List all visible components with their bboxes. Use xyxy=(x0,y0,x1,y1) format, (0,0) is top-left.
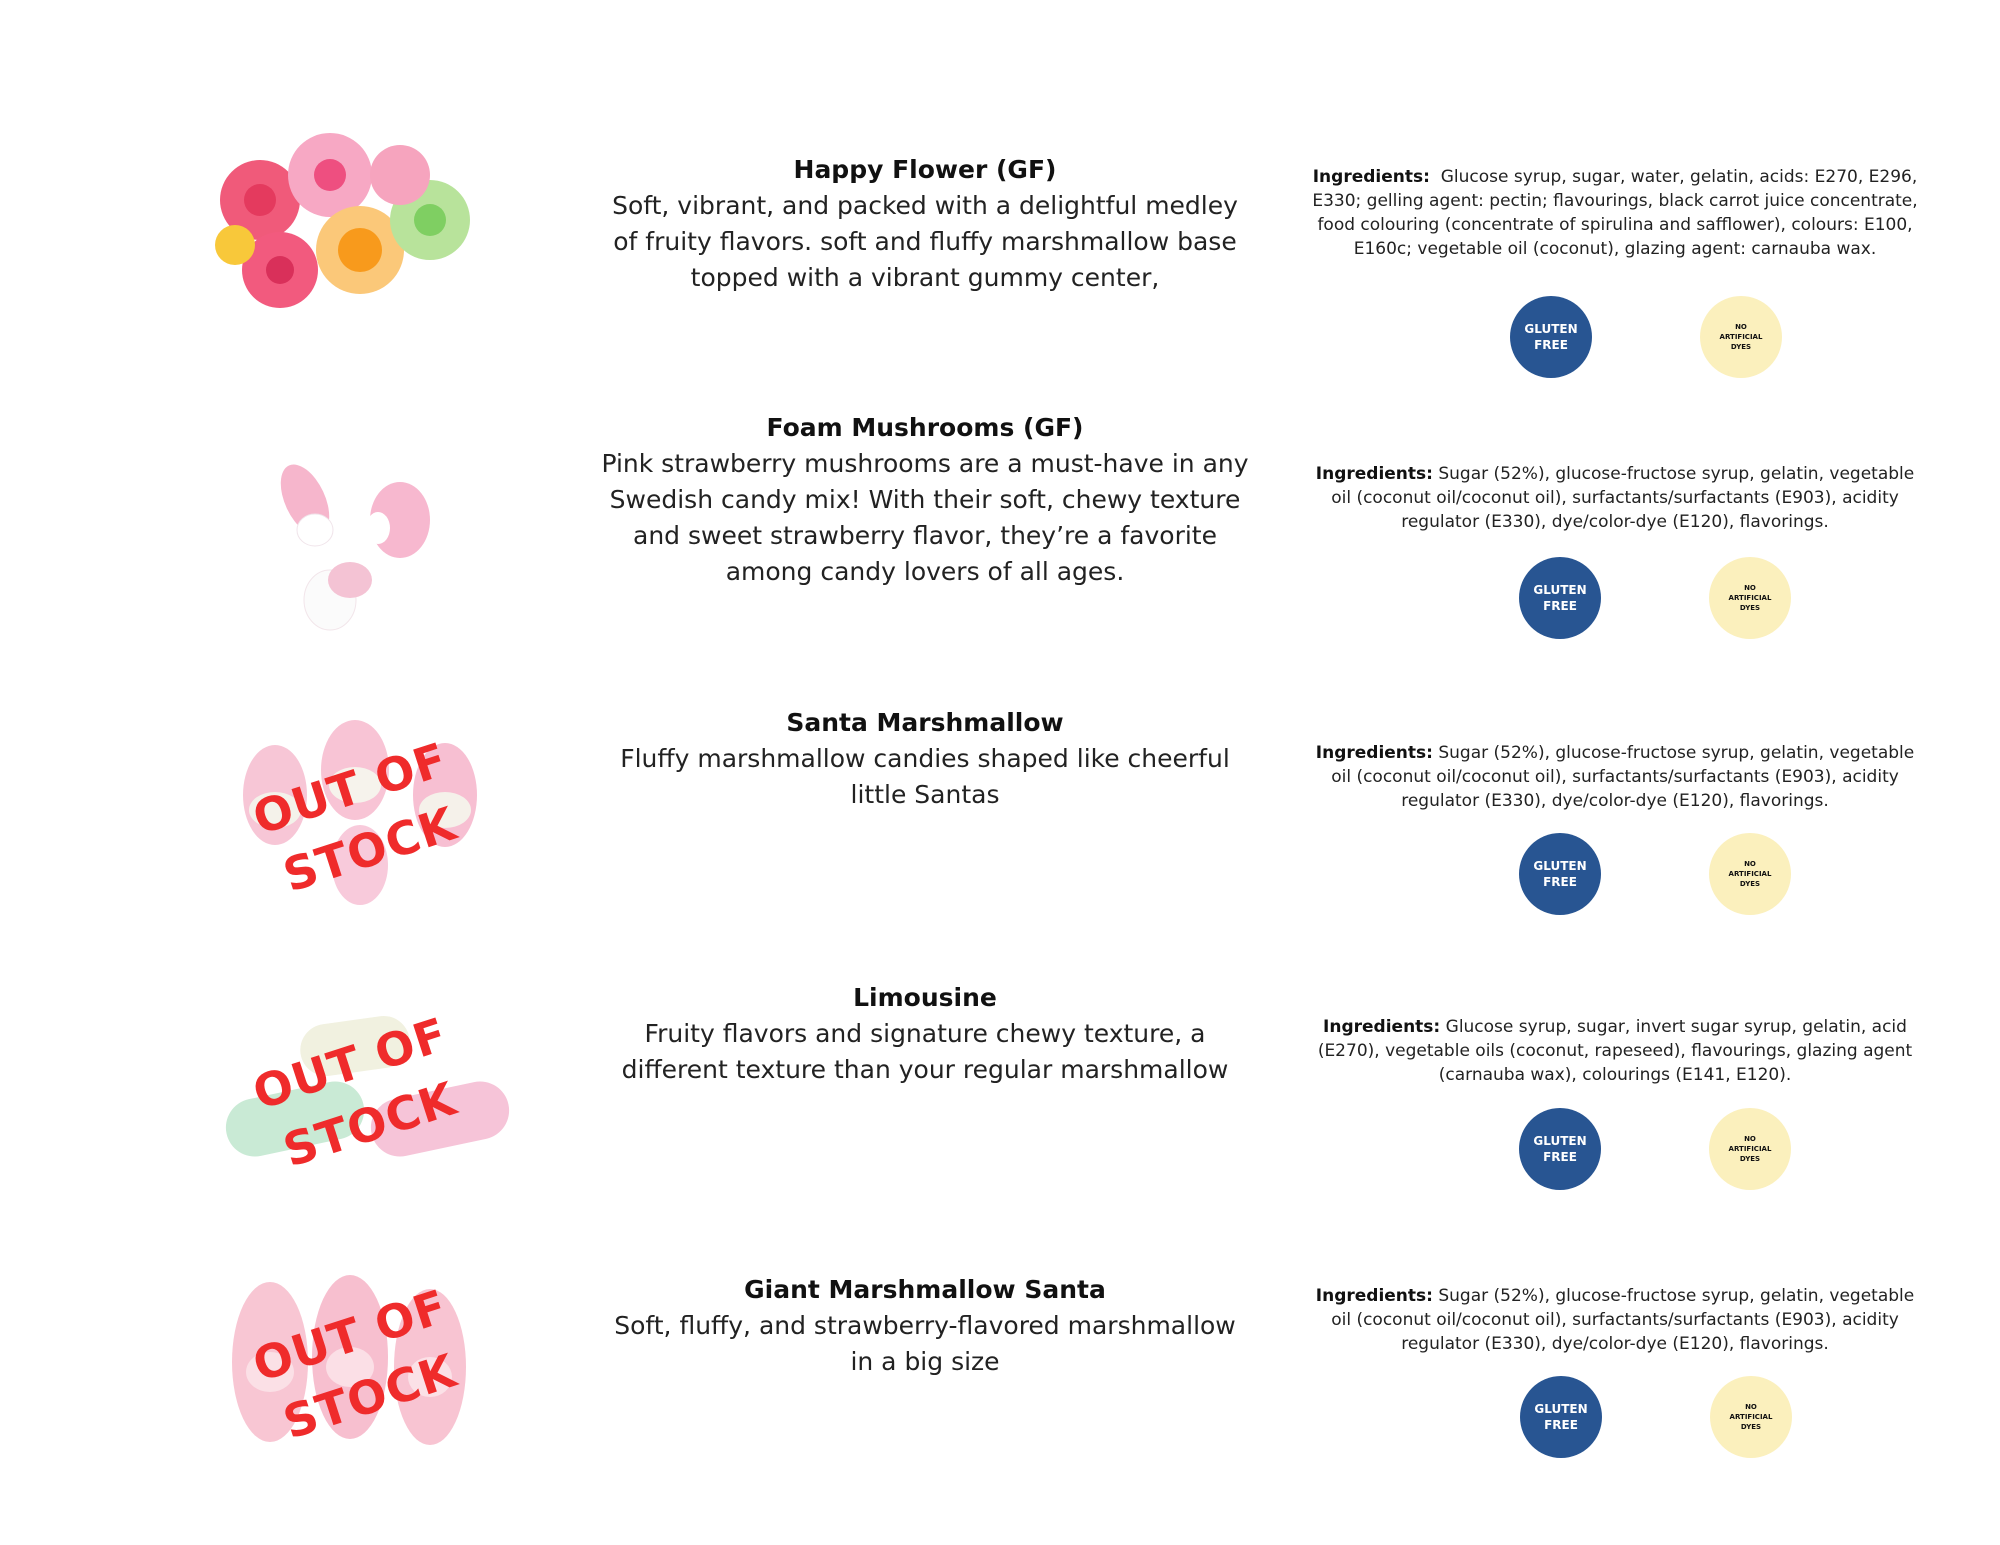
no-artificial-dyes-badge-text: NO ARTIFICIAL DYES xyxy=(1728,860,1772,888)
ingredients-text: Glucose syrup, sugar, invert sugar syrup… xyxy=(1317,1017,1913,1085)
ingredients-block: Ingredients: Glucose syrup, sugar, water… xyxy=(1310,165,1920,261)
product-image-foam-mushrooms xyxy=(200,450,520,650)
ingredients-label: Ingredients: xyxy=(1323,1017,1441,1037)
ingredients-label: Ingredients: xyxy=(1315,464,1433,484)
no-artificial-dyes-badge: NO ARTIFICIAL DYES xyxy=(1709,1108,1791,1190)
ingredients-block: Ingredients: Sugar (52%), glucose-fructo… xyxy=(1310,741,1920,813)
no-artificial-dyes-badge: NO ARTIFICIAL DYES xyxy=(1700,296,1782,378)
product-image-santa-marshmallow: OUT OF STOCK xyxy=(200,715,520,915)
product-image-limousine: OUT OF STOCK xyxy=(200,1000,520,1200)
product-description: Pink strawberry mushrooms are a must-hav… xyxy=(601,449,1249,586)
gluten-free-badge: GLUTEN FREE xyxy=(1519,1108,1601,1190)
no-artificial-dyes-badge-text: NO ARTIFICIAL DYES xyxy=(1719,323,1763,351)
product-description: Fluffy marshmallow candies shaped like c… xyxy=(620,744,1230,809)
no-artificial-dyes-badge-text: NO ARTIFICIAL DYES xyxy=(1728,1135,1772,1163)
ingredients-text: Sugar (52%), glucose-fructose syrup, gel… xyxy=(1331,464,1915,532)
product-description-block: Limousine Fruity flavors and signature c… xyxy=(600,980,1250,1088)
gluten-free-badge: GLUTEN FREE xyxy=(1519,833,1601,915)
product-description: Fruity flavors and signature chewy textu… xyxy=(621,1019,1229,1084)
mushroom-candy-picture xyxy=(280,464,430,631)
product-image-giant-marshmallow-santa: OUT OF STOCK xyxy=(200,1262,520,1462)
product-name: Foam Mushrooms (GF) xyxy=(766,413,1084,442)
product-description-block: Foam Mushrooms (GF) Pink strawberry mush… xyxy=(600,410,1250,590)
gluten-free-badge: GLUTEN FREE xyxy=(1519,557,1601,639)
giant-santa-picture xyxy=(232,1275,466,1445)
no-artificial-dyes-badge-text: NO ARTIFICIAL DYES xyxy=(1728,584,1772,612)
ingredients-text: Glucose syrup, sugar, water, gelatin, ac… xyxy=(1312,167,1918,259)
ingredients-label: Ingredients: xyxy=(1315,1286,1433,1306)
ingredients-block: Ingredients: Glucose syrup, sugar, inver… xyxy=(1310,1015,1920,1087)
product-image-happy-flower xyxy=(200,130,520,330)
gluten-free-badge-text: GLUTEN FREE xyxy=(1533,1134,1587,1164)
product-name: Limousine xyxy=(853,983,997,1012)
no-artificial-dyes-badge: NO ARTIFICIAL DYES xyxy=(1710,1376,1792,1458)
ingredients-label: Ingredients: xyxy=(1315,743,1433,763)
gluten-free-badge-text: GLUTEN FREE xyxy=(1533,859,1587,889)
product-description-block: Giant Marshmallow Santa Soft, fluffy, an… xyxy=(600,1272,1250,1380)
flower-candy-picture xyxy=(215,133,470,308)
no-artificial-dyes-badge: NO ARTIFICIAL DYES xyxy=(1709,833,1791,915)
gluten-free-badge-text: GLUTEN FREE xyxy=(1524,322,1578,352)
product-name: Santa Marshmallow xyxy=(786,708,1064,737)
ingredients-block: Ingredients: Sugar (52%), glucose-fructo… xyxy=(1310,462,1920,534)
ingredients-text: Sugar (52%), glucose-fructose syrup, gel… xyxy=(1331,1286,1915,1354)
gluten-free-badge: GLUTEN FREE xyxy=(1510,296,1592,378)
product-name: Giant Marshmallow Santa xyxy=(744,1275,1106,1304)
ingredients-text: Sugar (52%), glucose-fructose syrup, gel… xyxy=(1331,743,1915,811)
gluten-free-badge-text: GLUTEN FREE xyxy=(1533,583,1587,613)
gluten-free-badge: GLUTEN FREE xyxy=(1520,1376,1602,1458)
product-description: Soft, vibrant, and packed with a delight… xyxy=(612,191,1238,292)
limousine-candy-picture xyxy=(225,1015,510,1157)
product-description-block: Happy Flower (GF) Soft, vibrant, and pac… xyxy=(600,152,1250,296)
no-artificial-dyes-badge: NO ARTIFICIAL DYES xyxy=(1709,557,1791,639)
no-artificial-dyes-badge-text: NO ARTIFICIAL DYES xyxy=(1729,1403,1773,1431)
product-description: Soft, fluffy, and strawberry-flavored ma… xyxy=(614,1311,1236,1376)
gluten-free-badge-text: GLUTEN FREE xyxy=(1534,1402,1588,1432)
ingredients-label: Ingredients: xyxy=(1312,167,1430,187)
product-name: Happy Flower (GF) xyxy=(793,155,1057,184)
product-description-block: Santa Marshmallow Fluffy marshmallow can… xyxy=(600,705,1250,813)
santa-marshmallow-picture xyxy=(243,720,477,905)
ingredients-block: Ingredients: Sugar (52%), glucose-fructo… xyxy=(1310,1284,1920,1356)
